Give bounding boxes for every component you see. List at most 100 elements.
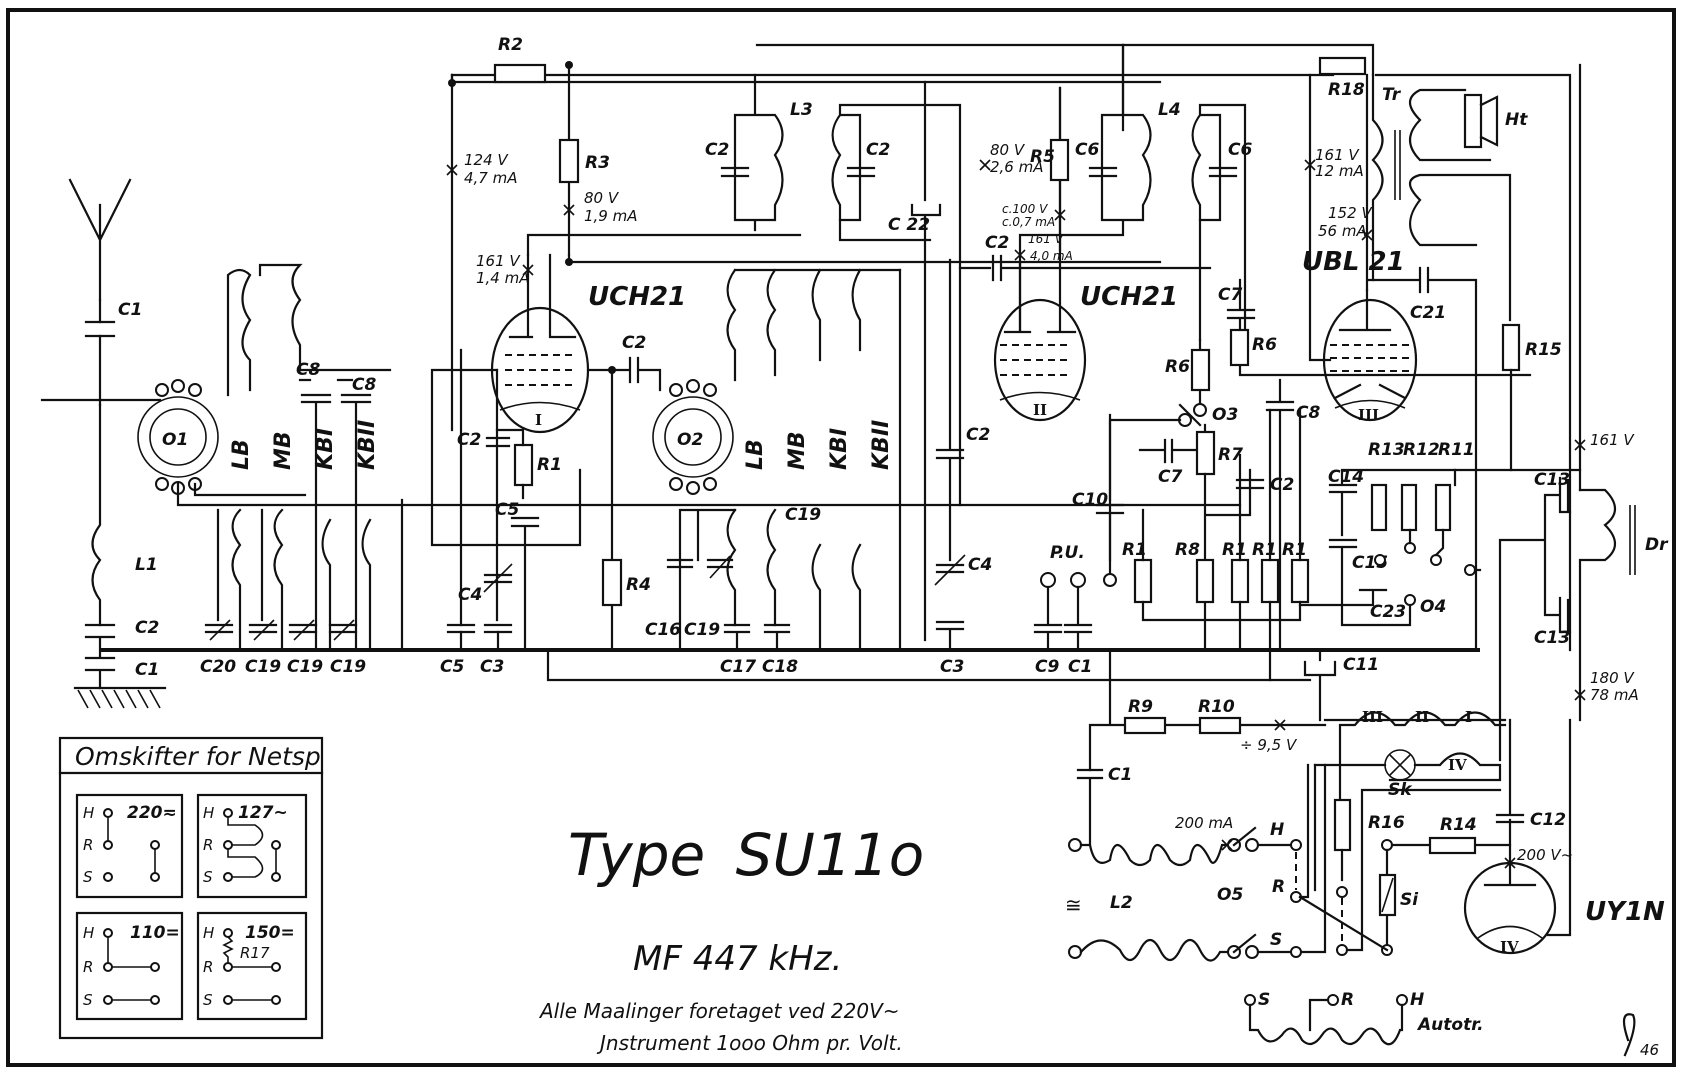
meas-4-0ma: 4,0 mA (1030, 249, 1073, 263)
label-band-kbi-1: KBI (313, 428, 338, 470)
label-c19-e: C19 (785, 505, 821, 525)
label-band-kbii-2: KBII (869, 420, 894, 470)
selector-voltage-127: 127~ (238, 803, 288, 823)
label-autotr: Autotr. (1416, 1015, 1484, 1035)
band-switch-o1: O1 (137, 379, 219, 495)
label-r11: R11 (1438, 440, 1475, 460)
label-c1-b: C1 (135, 660, 159, 680)
label-c6-b: C6 (1228, 140, 1252, 160)
label-c21: C21 (1410, 303, 1446, 323)
label-c5-b: C5 (440, 657, 464, 677)
selector-voltage-220: 220≂ (127, 803, 177, 823)
label-r14: R14 (1440, 815, 1477, 835)
label-c9: C9 (1035, 657, 1059, 677)
measurement-note: Alle Maalinger foretaget ved 220V~ (538, 999, 900, 1023)
selector-voltage-110: 110= (130, 923, 180, 943)
label-o5: O5 (1217, 885, 1243, 905)
label-c22: C 22 (888, 215, 930, 235)
label-c18: C18 (762, 657, 798, 677)
svg-text:R: R (83, 958, 93, 976)
resistor-r14 (1428, 836, 1477, 855)
heater-chain (1313, 711, 1507, 892)
heater-label-i: I (1465, 708, 1472, 726)
mains-switch-o5[interactable] (1227, 763, 1389, 959)
signature-mark (1622, 1013, 1636, 1057)
instrument-note: Jnstrument 1ooo Ohm pr. Volt. (596, 1031, 903, 1055)
label-c8-c: C8 (1296, 403, 1320, 423)
label-dr: Dr (1645, 535, 1669, 555)
if-transformer-l4 (1018, 43, 1247, 342)
speaker-icon (1463, 93, 1499, 149)
label-c4-a: C4 (458, 585, 482, 605)
pickup-terminal-1 (1040, 572, 1056, 588)
label-c12: C12 (1530, 810, 1566, 830)
resistor-r4 (601, 558, 623, 607)
svg-text:R: R (203, 958, 213, 976)
model-title: Type SU11o (568, 821, 924, 889)
label-r2: R2 (498, 35, 523, 55)
mains-terminal-1[interactable] (1068, 838, 1082, 852)
label-c8-a: C8 (296, 360, 320, 380)
resistor-r6-a (1190, 348, 1211, 392)
label-c16: C16 (645, 620, 681, 640)
selector-panel-110: H R S 110= (75, 911, 184, 1021)
mains-terminal-2[interactable] (1068, 945, 1082, 959)
meas-161v-c: 161 V (1315, 146, 1360, 164)
label-band-kbii-1: KBII (355, 420, 380, 470)
resistor-r6-b (1229, 328, 1250, 367)
tone-resistors (1370, 468, 1482, 576)
label-ht: Ht (1505, 110, 1528, 130)
svg-text:S: S (203, 868, 213, 886)
electrolytic-c13 (1498, 476, 1572, 762)
label-r1-d: R1 (1252, 540, 1277, 560)
label-c20: C20 (200, 657, 236, 677)
label-c6-a: C6 (1075, 140, 1099, 160)
selector-voltage-150: 150= (245, 923, 295, 943)
label-band-lb-2: LB (743, 439, 768, 470)
meas-56ma: 56 mA (1318, 222, 1367, 240)
title-model: SU11o (736, 821, 925, 889)
label-o1: O1 (162, 430, 188, 450)
if-frequency: MF 447 kHz. (633, 939, 842, 979)
label-r1-b: R1 (1122, 540, 1147, 560)
label-band-lb-1: LB (229, 439, 254, 470)
resistor-r1-a (513, 443, 534, 487)
resistor-r15 (1501, 323, 1521, 372)
meas-80v: 80 V (584, 189, 620, 207)
label-o5-r: R (1272, 877, 1285, 897)
label-tr: Tr (1382, 85, 1402, 105)
tube-iii-ubl21: III (1322, 288, 1418, 424)
tube-iv-uy1n: IV (1463, 718, 1572, 956)
label-r1-e: R1 (1282, 540, 1307, 560)
label-r4: R4 (626, 575, 651, 595)
meas-78ma: 78 mA (1590, 686, 1639, 704)
label-si: Si (1400, 890, 1419, 910)
resistor-r2 (493, 63, 547, 84)
ground-icon (73, 686, 167, 709)
resistor-r3 (558, 138, 580, 184)
meas-161v-a: 161 V (476, 252, 521, 270)
selector-panel-150: H R S 150= R17 (196, 911, 308, 1021)
label-l1: L1 (135, 555, 158, 575)
meas-180v: 180 V (1590, 669, 1635, 687)
label-c19-b: C19 (287, 657, 323, 677)
label-c23: C23 (1370, 602, 1406, 622)
label-r12: R12 (1403, 440, 1440, 460)
meas-c07ma: c.0,7 mA (1002, 215, 1055, 229)
meas-161v-d: 161 V (1590, 431, 1635, 449)
meas-2-6ma: 2,6 mA (990, 158, 1044, 176)
voltage-selector-box: Omskifter for Netsp H R S 220≂ H R S 127… (58, 736, 324, 1040)
title-prefix: Type (568, 821, 705, 889)
svg-text:S: S (83, 868, 93, 886)
label-c2-b: C2 (622, 333, 646, 353)
label-r6-b: R6 (1252, 335, 1277, 355)
svg-text:H: H (83, 924, 94, 942)
resistor-r10 (1198, 716, 1242, 735)
tube-i-roman: I (535, 411, 542, 429)
label-c19-d: C19 (684, 620, 720, 640)
label-c2-a: C2 (135, 618, 159, 638)
meas-c100v: c.100 V (1002, 202, 1048, 216)
label-o5-s: S (1270, 930, 1282, 950)
label-o5-h: H (1270, 820, 1284, 840)
